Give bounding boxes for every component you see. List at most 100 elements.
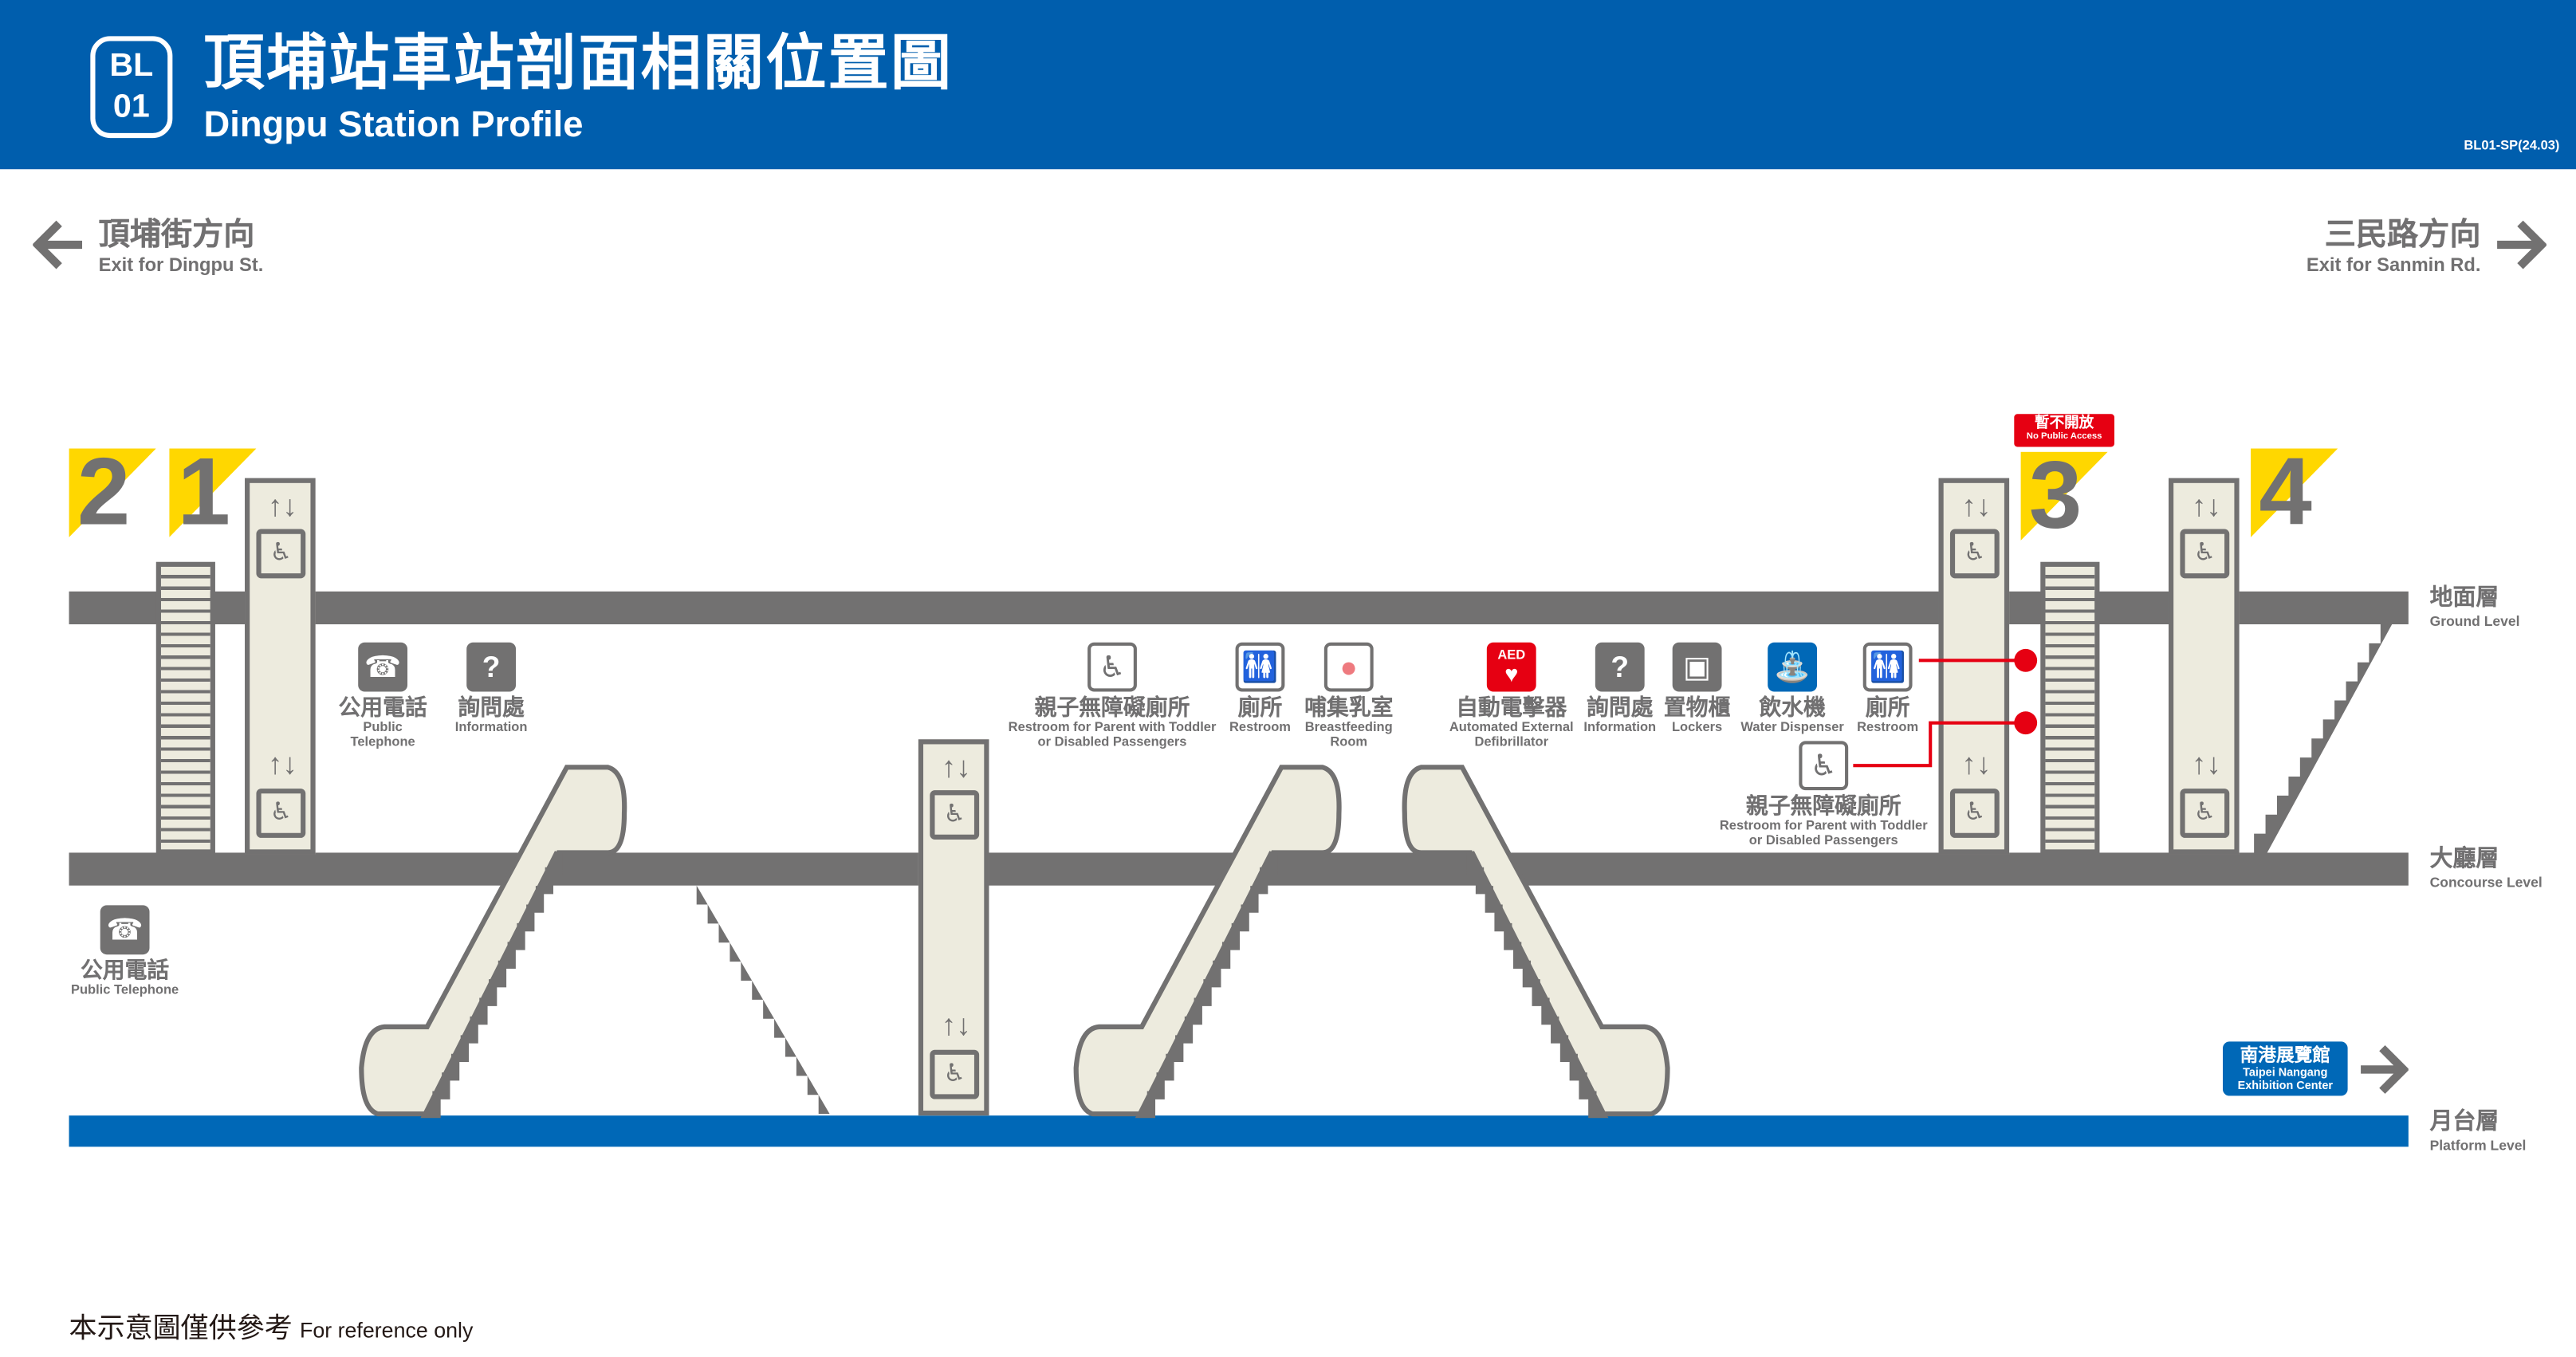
- escalator-steps: [1135, 851, 1278, 1119]
- facility-zh: 親子無障礙廁所: [1034, 694, 1190, 722]
- exit-4[interactable]: 4: [2251, 439, 2338, 546]
- facility-en: Information: [454, 719, 528, 735]
- arrow-right-icon: [2361, 1045, 2409, 1094]
- exit-1[interactable]: 1: [169, 439, 257, 546]
- level-zh: 地面層: [2429, 584, 2499, 612]
- escalator-steps: [420, 851, 563, 1119]
- footer-note: 本示意圖僅供參考 For reference only: [69, 1304, 474, 1346]
- exit-number: 3: [2028, 442, 2082, 549]
- accessible-elevator-icon: ♿: [2180, 529, 2230, 579]
- escalator: [1402, 765, 1670, 1117]
- direction-left-zh: 頂埔街方向: [98, 216, 255, 254]
- accessible-elevator-icon: ♿: [1949, 789, 2000, 838]
- up-down-arrow-icon: ↑↓: [2191, 747, 2221, 781]
- platform-level-slab: [69, 1115, 2409, 1147]
- facility-zh: 廁所: [1237, 694, 1283, 722]
- connector-dot: [2014, 711, 2038, 735]
- facility-en: Automated External Defibrillator: [1449, 719, 1574, 749]
- stairs-exit-3: [2040, 561, 2100, 855]
- exit-number: 4: [2259, 439, 2312, 546]
- level-en: Ground Level: [2429, 612, 2520, 630]
- facility-zh: 詢問處: [458, 694, 525, 722]
- facility-en: Lockers: [1671, 719, 1723, 735]
- facility-en: Breastfeeding Room: [1304, 719, 1393, 749]
- escalator: [1073, 765, 1342, 1117]
- aed-icon-text: AED: [1497, 647, 1526, 663]
- escalator-steps: [1466, 851, 1609, 1119]
- up-down-arrow-icon: ↑↓: [1961, 747, 1992, 781]
- connector-dot: [2014, 648, 2038, 672]
- up-down-arrow-icon: ↑↓: [941, 1009, 971, 1042]
- direction-left-en: Exit for Dingpu St.: [98, 256, 264, 277]
- water-dispenser-icon: ⛲: [1768, 642, 1818, 692]
- platform-direction-en: Taipei Nangang Exhibition Center: [2237, 1068, 2333, 1092]
- facility-zh: 哺集乳室: [1304, 694, 1394, 722]
- exit-3[interactable]: 3: [2020, 442, 2108, 549]
- facility-zh: 飲水機: [1759, 694, 1826, 722]
- facility-en: Public Telephone: [70, 982, 179, 997]
- family-accessible-restroom-icon: ♿: [1799, 741, 1849, 791]
- doc-code: BL01-SP(24.03): [2464, 138, 2560, 153]
- facility-zh: 詢問處: [1587, 694, 1654, 722]
- facility-zh: 自動電擊器: [1456, 694, 1567, 722]
- station-number: 01: [112, 88, 150, 125]
- escalator: [359, 765, 627, 1117]
- up-down-arrow-icon: ↑↓: [267, 490, 297, 523]
- level-zh: 大廳層: [2429, 846, 2499, 873]
- elevator-exit-4[interactable]: ↑↓♿ ↑↓♿: [2168, 478, 2240, 855]
- up-down-arrow-icon: ↑↓: [941, 750, 971, 784]
- status-zh: 暫不開放: [2035, 414, 2094, 431]
- direction-right-zh: 三民路方向: [2324, 216, 2481, 254]
- line-code: BL: [109, 47, 154, 85]
- restroom-icon: 🚻: [1862, 642, 1913, 692]
- ground-level-slab: [69, 591, 2409, 625]
- connector-line: [1853, 721, 2026, 768]
- elevator-exit-1[interactable]: ↑↓♿ ↑↓♿: [245, 478, 316, 855]
- status-en: No Public Access: [2026, 431, 2102, 442]
- question-icon: ?: [466, 642, 517, 692]
- accessible-elevator-icon: ♿: [256, 789, 306, 838]
- arrow-left-icon: [33, 220, 83, 269]
- platform-direction-zh: 南港展覽館: [2240, 1046, 2330, 1067]
- up-down-arrow-icon: ↑↓: [1961, 490, 1992, 523]
- heart-icon: ♥: [1504, 660, 1519, 687]
- facility-en: Restroom: [1857, 719, 1919, 735]
- exit-2[interactable]: 2: [69, 444, 156, 540]
- facility-zh: 公用電話: [80, 958, 170, 985]
- facility-zh: 公用電話: [338, 694, 427, 722]
- exit-number: 1: [177, 439, 231, 546]
- level-en: Platform Level: [2429, 1136, 2527, 1154]
- stairs-exit-2: [155, 561, 215, 855]
- direction-right-en: Exit for Sanmin Rd.: [2306, 256, 2481, 277]
- accessible-elevator-icon: ♿: [2180, 789, 2230, 838]
- question-icon: ?: [1595, 642, 1645, 692]
- accessible-elevator-icon: ♿: [930, 790, 980, 840]
- family-accessible-restroom-icon: ♿: [1087, 642, 1137, 692]
- elevator-platform[interactable]: ↑↓♿ ↑↓♿: [918, 739, 989, 1116]
- note-zh: 本示意圖僅供參考: [69, 1312, 293, 1346]
- accessible-elevator-icon: ♿: [1949, 529, 2000, 579]
- facility-zh: 親子無障礙廁所: [1745, 793, 1902, 820]
- facility-en: Public Telephone: [350, 719, 415, 749]
- staircase: [696, 885, 830, 1115]
- elevator-exit-3[interactable]: ↑↓ ♿ ↑↓ ♿: [1938, 478, 2010, 855]
